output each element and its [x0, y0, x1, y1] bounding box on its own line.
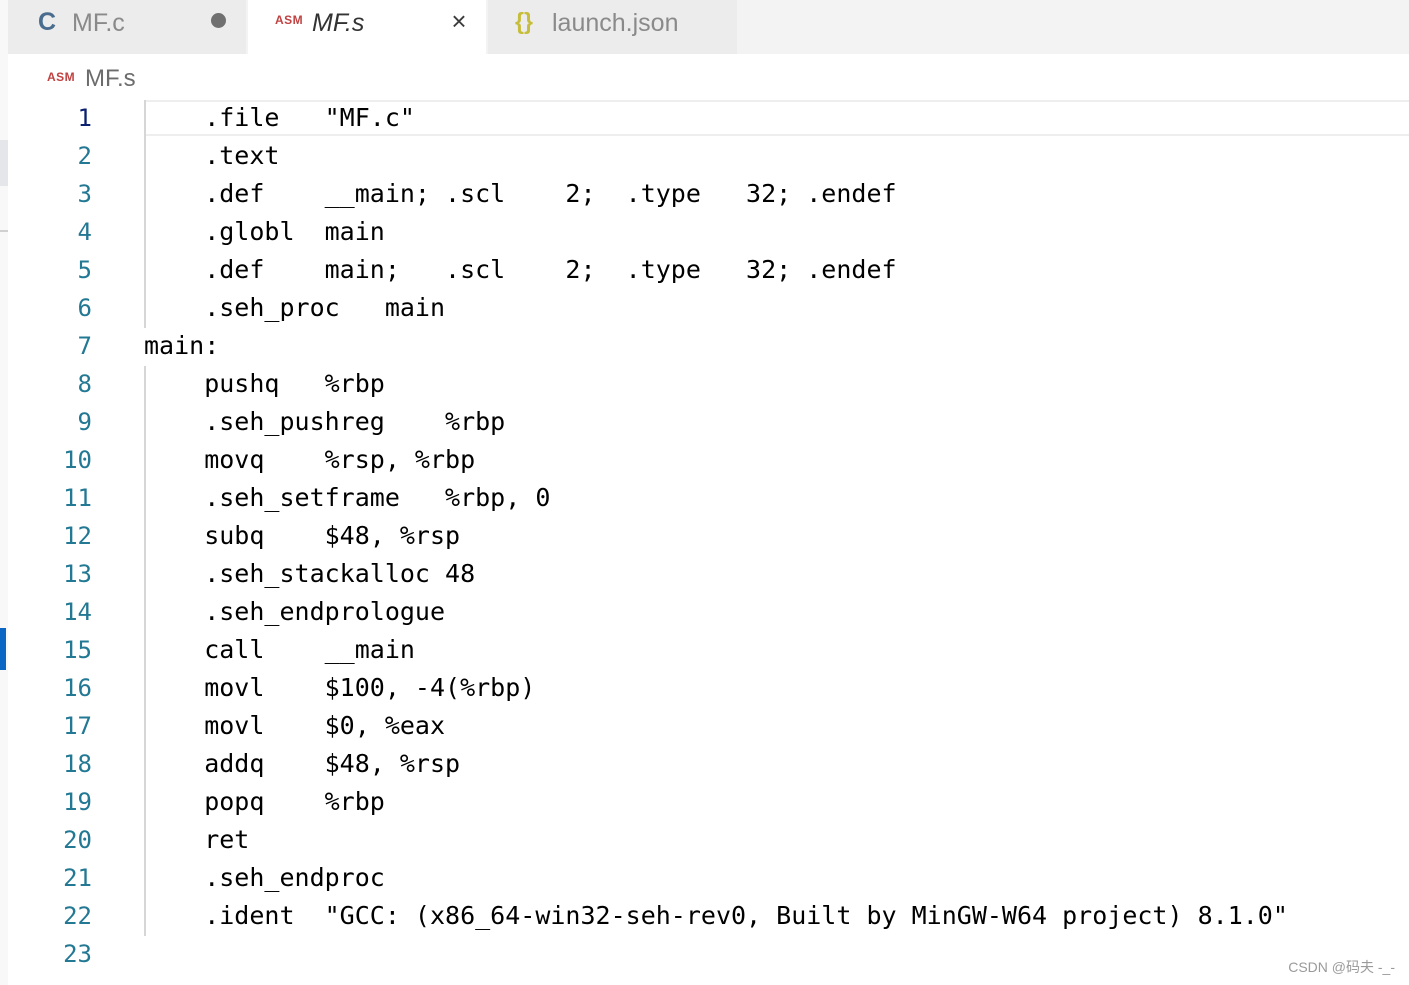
code-text: addq $48, %rsp	[144, 749, 461, 778]
code-text: .seh_endprologue	[144, 597, 446, 626]
code-line[interactable]: 4 .globl main	[8, 213, 1409, 251]
code-line[interactable]: 18 addq $48, %rsp	[8, 745, 1409, 783]
activity-bar-divider	[0, 230, 8, 232]
line-number: 20	[63, 826, 92, 854]
code-line[interactable]: 21 .seh_endproc	[8, 859, 1409, 897]
code-text: subq $48, %rsp	[144, 521, 461, 550]
code-text: .ident "GCC: (x86_64-win32-seh-rev0, Bui…	[144, 901, 1288, 930]
code-line[interactable]: 10 movq %rsp, %rbp	[8, 441, 1409, 479]
current-line-highlight	[146, 100, 1409, 136]
line-number: 13	[63, 560, 92, 588]
code-line[interactable]: 12 subq $48, %rsp	[8, 517, 1409, 555]
line-number: 8	[77, 370, 92, 398]
line-number: 7	[77, 332, 92, 360]
tab-mf-c[interactable]: C MF.c	[8, 0, 246, 54]
line-number: 21	[63, 864, 92, 892]
line-number: 5	[77, 256, 92, 284]
asm-file-icon: ASM	[275, 13, 304, 27]
code-text: movq %rsp, %rbp	[144, 445, 476, 474]
code-text: .text	[144, 141, 280, 170]
line-number: 4	[77, 218, 92, 246]
code-text: .def main; .scl 2; .type 32; .endef	[144, 255, 897, 284]
code-line[interactable]: 17 movl $0, %eax	[8, 707, 1409, 745]
code-line[interactable]: 2 .text	[8, 137, 1409, 175]
line-number: 16	[63, 674, 92, 702]
line-number: 22	[63, 902, 92, 930]
code-line[interactable]: 9 .seh_pushreg %rbp	[8, 403, 1409, 441]
tab-mf-s[interactable]: ASM MF.s ×	[248, 0, 486, 54]
activity-bar-strip	[0, 0, 8, 985]
line-number: 18	[63, 750, 92, 778]
code-line[interactable]: 7 main:	[8, 327, 1409, 365]
indent-guide	[144, 366, 146, 936]
code-text: pushq %rbp	[144, 369, 385, 398]
c-file-icon: C	[38, 8, 57, 36]
code-text: .seh_setframe %rbp, 0	[144, 483, 551, 512]
code-text: movl $0, %eax	[144, 711, 446, 740]
code-line[interactable]: 8 pushq %rbp	[8, 365, 1409, 403]
code-line[interactable]: 13 .seh_stackalloc 48	[8, 555, 1409, 593]
line-number: 9	[77, 408, 92, 436]
line-number: 12	[63, 522, 92, 550]
line-number: 2	[77, 142, 92, 170]
code-text: .globl main	[144, 217, 385, 246]
json-file-icon: {}	[515, 8, 533, 34]
code-line[interactable]: 14 .seh_endprologue	[8, 593, 1409, 631]
code-text: .file "MF.c"	[144, 103, 415, 132]
code-text: .def __main; .scl 2; .type 32; .endef	[144, 179, 897, 208]
code-line[interactable]: 11 .seh_setframe %rbp, 0	[8, 479, 1409, 517]
code-line[interactable]: 5 .def main; .scl 2; .type 32; .endef	[8, 251, 1409, 289]
indent-guide	[144, 100, 146, 328]
line-number: 14	[63, 598, 92, 626]
close-icon[interactable]: ×	[451, 6, 467, 36]
watermark: CSDN @码夫 -_-	[1288, 959, 1395, 975]
asm-file-icon: ASM	[47, 70, 76, 84]
line-number: 15	[63, 636, 92, 664]
code-line[interactable]: 22 .ident "GCC: (x86_64-win32-seh-rev0, …	[8, 897, 1409, 935]
code-line[interactable]: 23	[8, 935, 1409, 973]
active-indicator	[0, 628, 6, 670]
activity-bar-item[interactable]	[0, 140, 8, 186]
line-number: 23	[63, 940, 92, 968]
line-number: 10	[63, 446, 92, 474]
tab-label: MF.s	[312, 9, 365, 37]
tab-launch-json[interactable]: {} launch.json	[488, 0, 737, 54]
code-text: ret	[144, 825, 250, 854]
tab-bar: C MF.c ASM MF.s × {} launch.json	[8, 0, 1409, 54]
code-line[interactable]: 6 .seh_proc main	[8, 289, 1409, 327]
breadcrumb-file[interactable]: MF.s	[85, 65, 136, 92]
line-number: 3	[77, 180, 92, 208]
code-line[interactable]: 1 .file "MF.c"	[8, 99, 1409, 137]
code-line[interactable]: 16 movl $100, -4(%rbp)	[8, 669, 1409, 707]
code-line[interactable]: 19 popq %rbp	[8, 783, 1409, 821]
code-text: popq %rbp	[144, 787, 385, 816]
tab-label: launch.json	[552, 9, 679, 37]
line-number: 11	[63, 484, 92, 512]
code-text: .seh_pushreg %rbp	[144, 407, 506, 436]
line-number: 6	[77, 294, 92, 322]
code-text: .seh_proc main	[144, 293, 446, 322]
code-text: movl $100, -4(%rbp)	[144, 673, 536, 702]
line-number: 19	[63, 788, 92, 816]
code-text: .seh_stackalloc 48	[144, 559, 476, 588]
line-number: 17	[63, 712, 92, 740]
code-line[interactable]: 15 call __main	[8, 631, 1409, 669]
line-number: 1	[77, 104, 92, 132]
unsaved-dot-icon[interactable]	[211, 13, 226, 28]
tab-label: MF.c	[72, 9, 125, 37]
code-text: .seh_endproc	[144, 863, 385, 892]
code-line[interactable]: 3 .def __main; .scl 2; .type 32; .endef	[8, 175, 1409, 213]
code-text: main:	[144, 331, 220, 360]
breadcrumb: ASM MF.s	[8, 54, 1409, 100]
code-text: call __main	[144, 635, 415, 664]
code-line[interactable]: 20 ret	[8, 821, 1409, 859]
